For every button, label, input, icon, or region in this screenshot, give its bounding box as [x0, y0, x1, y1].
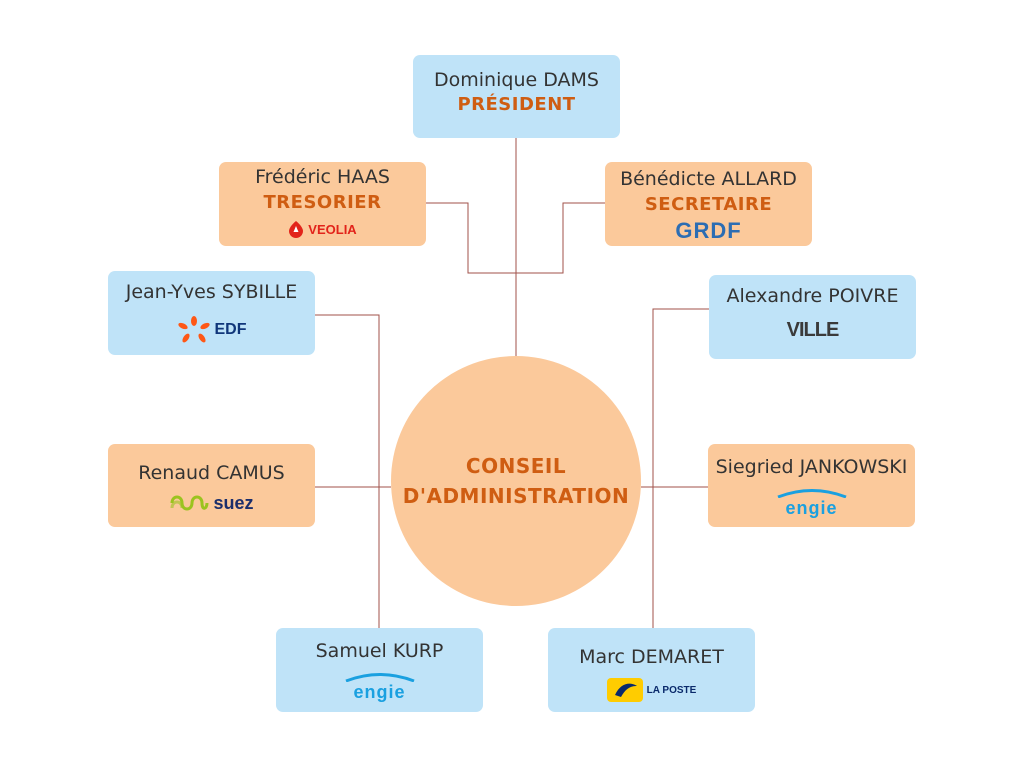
jankowski-name: Siegried JANKOWSKI: [715, 456, 908, 478]
connector-left-trunk: [315, 314, 380, 628]
engie-arc-icon: [344, 673, 415, 682]
tresorier-name: Frédéric HAAS: [255, 166, 390, 188]
connector-right-trunk: [652, 308, 710, 628]
grdf-logo: GRDF: [605, 218, 812, 244]
secretaire-role: SECRETAIRE: [644, 194, 773, 215]
president-box: Dominique DAMS PRÉSIDENT: [413, 55, 620, 138]
jankowski-box: Siegried JANKOWSKI ENGIE: [708, 444, 915, 527]
edf-logo-text: EDF: [214, 321, 247, 338]
veolia-logo: VEOLIA: [219, 220, 426, 238]
conseil-title-line1: CONSEIL: [465, 454, 567, 478]
demaret-name: Marc DEMARET: [579, 646, 724, 668]
camus-box: Renaud CAMUS SUEZ: [108, 444, 315, 527]
sybille-name: Jean-Yves SYBILLE: [125, 281, 298, 303]
suez-icon: [170, 495, 209, 511]
camus-name: Renaud CAMUS: [138, 462, 285, 484]
laposte-icon: [606, 678, 643, 702]
conseil-title-line2: D'ADMINISTRATION: [402, 484, 630, 508]
kurp-name: Samuel KURP: [315, 640, 444, 662]
connector-tresorier: [426, 202, 605, 274]
engie-logo-text: ENGIE: [353, 682, 406, 702]
laposte-logo-text: LA POSTE: [646, 684, 697, 696]
suez-logo: SUEZ: [108, 492, 315, 514]
president-name: Dominique DAMS: [434, 69, 599, 91]
engie-logo-text: ENGIE: [785, 498, 838, 518]
secretaire-name: Bénédicte ALLARD: [620, 168, 797, 190]
president-role: PRÉSIDENT: [457, 94, 576, 115]
ville-logo: VILLE: [709, 319, 916, 342]
engie-logo-kurp: ENGIE: [276, 672, 483, 703]
tresorier-box: Frédéric HAAS TRESORIER VEOLIA: [219, 162, 426, 246]
laposte-logo: LA POSTE: [548, 678, 755, 702]
sybille-box: Jean-Yves SYBILLE EDF: [108, 271, 315, 355]
suez-logo-text: SUEZ: [213, 492, 254, 513]
kurp-box: Samuel KURP ENGIE: [276, 628, 483, 712]
poivre-name: Alexandre POIVRE: [726, 285, 899, 307]
veolia-logo-text: VEOLIA: [308, 221, 357, 237]
grdf-logo-text: GRDF: [675, 218, 742, 243]
engie-arc-icon: [776, 489, 847, 498]
conseil-circle: CONSEIL D'ADMINISTRATION: [391, 356, 641, 606]
tresorier-role: TRESORIER: [263, 192, 382, 213]
demaret-box: Marc DEMARET LA POSTE: [548, 628, 755, 712]
edf-logo: EDF: [108, 315, 315, 345]
poivre-box: Alexandre POIVRE VILLE: [709, 275, 916, 359]
secretaire-box: Bénédicte ALLARD SECRETAIRE GRDF: [605, 162, 812, 246]
ville-logo-text: VILLE: [786, 319, 840, 341]
engie-logo-jankowski: ENGIE: [708, 488, 915, 519]
veolia-icon: [289, 221, 304, 238]
edf-icon: [177, 316, 210, 343]
